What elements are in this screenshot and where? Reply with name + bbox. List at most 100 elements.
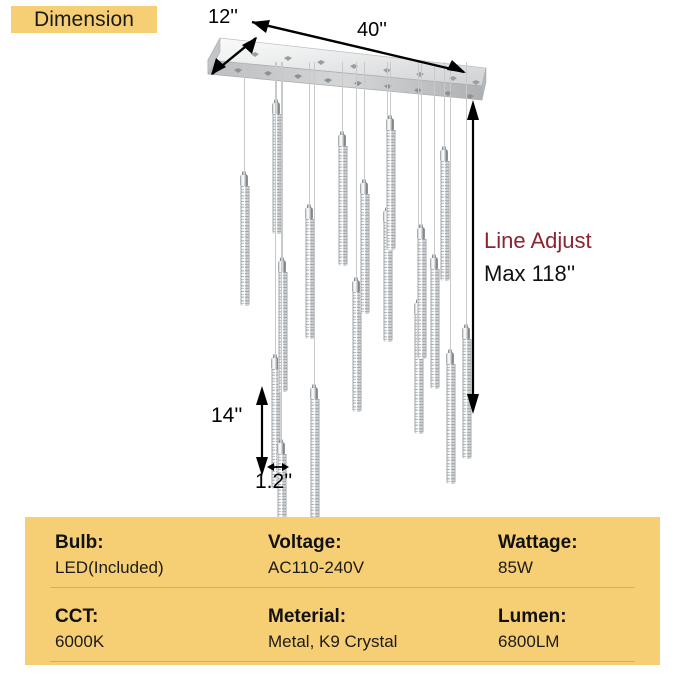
pendant-lamp bbox=[417, 224, 427, 359]
spec-key: Wattage: bbox=[498, 532, 578, 553]
crystal-tube bbox=[446, 364, 456, 484]
pendant-chrome-cap bbox=[278, 257, 286, 272]
pendant-lamp bbox=[360, 179, 370, 314]
crystal-tube bbox=[278, 272, 288, 392]
pendant-light bbox=[240, 62, 250, 310]
spec-cell-voltage: Voltage: AC110-240V bbox=[268, 531, 364, 581]
pendant-cord bbox=[465, 62, 467, 327]
pendant-diameter-dimension-arrow bbox=[267, 463, 289, 471]
spec-value: 6000K bbox=[55, 632, 105, 651]
pendant-chrome-cap bbox=[277, 439, 285, 454]
crystal-tube bbox=[430, 269, 440, 389]
spec-key: Voltage: bbox=[268, 532, 342, 553]
pendant-light bbox=[278, 62, 288, 396]
depth-dimension-label: 12'' bbox=[208, 6, 238, 28]
pendant-light bbox=[360, 62, 370, 318]
pendant-cord bbox=[363, 62, 365, 182]
pendant-light bbox=[310, 62, 320, 523]
dimension-badge-label: Dimension bbox=[33, 7, 135, 31]
spec-value: LED(Included) bbox=[55, 558, 164, 577]
spec-cell-material: Meterial: Metal, K9 Crystal bbox=[268, 605, 397, 655]
pendant-light bbox=[305, 62, 315, 343]
pendant-lamp bbox=[277, 439, 287, 564]
pendant-chrome-cap bbox=[271, 354, 279, 369]
line-adjust-value: Max 118'' bbox=[484, 261, 576, 286]
pendant-cord bbox=[355, 62, 357, 280]
pendant-chrome-cap bbox=[360, 179, 368, 194]
spec-value: AC110-240V bbox=[268, 558, 365, 577]
pendant-cord bbox=[449, 62, 451, 352]
width-dimension-label: 40'' bbox=[357, 19, 387, 41]
pendant-lamp bbox=[352, 277, 362, 412]
pendant-cord bbox=[275, 62, 277, 102]
spec-cell-lumen: Lumen: 6800LM bbox=[498, 605, 567, 655]
pendant-cord bbox=[433, 62, 435, 257]
pendant-chrome-cap bbox=[352, 277, 360, 292]
crystal-tube bbox=[277, 454, 287, 564]
pendant-lamp bbox=[310, 384, 320, 519]
pendant-chrome-cap bbox=[240, 171, 248, 186]
pendant-light bbox=[446, 62, 456, 488]
pendant-height-dimension-arrow bbox=[256, 386, 268, 476]
spec-cell-wattage: Wattage: 85W bbox=[498, 531, 578, 581]
pendant-diameter-label: 1.2'' bbox=[255, 470, 293, 493]
pendant-lamp bbox=[386, 115, 396, 250]
pendant-chrome-cap bbox=[386, 115, 394, 130]
pendant-cord bbox=[274, 62, 276, 357]
dimension-badge: Dimension bbox=[11, 6, 157, 33]
pendant-lamp bbox=[338, 131, 348, 266]
pendant-chrome-cap bbox=[417, 224, 425, 239]
pendant-light bbox=[430, 62, 440, 393]
crystal-tube bbox=[352, 292, 362, 412]
specification-table: Bulb: LED(Included) Voltage: AC110-240V … bbox=[25, 517, 660, 665]
line-adjust-dimension-arrow bbox=[467, 100, 479, 414]
spec-row-divider bbox=[50, 587, 635, 588]
crystal-tube bbox=[417, 239, 427, 359]
width-dimension-arrow bbox=[251, 20, 466, 74]
spec-key: Bulb: bbox=[55, 532, 104, 553]
pendant-chrome-cap bbox=[310, 384, 318, 399]
pendant-light bbox=[338, 62, 348, 270]
pendant-lamp bbox=[305, 204, 315, 339]
pendant-light bbox=[417, 62, 427, 363]
depth-dimension-arrow bbox=[211, 37, 257, 75]
spec-key: CCT: bbox=[55, 606, 99, 627]
crystal-tube bbox=[338, 146, 348, 266]
pendant-chrome-cap bbox=[430, 254, 438, 269]
crystal-tube bbox=[310, 399, 320, 519]
spec-cell-bulb: Bulb: LED(Included) bbox=[55, 531, 164, 581]
pendant-cord bbox=[308, 62, 310, 207]
pendant-light bbox=[386, 62, 396, 254]
pendant-light bbox=[352, 62, 362, 416]
pendant-lamp bbox=[446, 349, 456, 484]
pendant-chrome-cap bbox=[272, 99, 280, 114]
spec-row-1: Bulb: LED(Included) Voltage: AC110-240V … bbox=[25, 517, 660, 591]
crystal-tube bbox=[414, 314, 424, 434]
spec-value: Metal, K9 Crystal bbox=[268, 632, 398, 651]
pendant-cord bbox=[389, 62, 391, 118]
pendant-chrome-cap bbox=[440, 146, 448, 161]
crystal-tube bbox=[383, 222, 393, 342]
pendant-light bbox=[277, 62, 287, 568]
pendant-height-label: 14'' bbox=[211, 404, 243, 427]
pendant-chrome-cap bbox=[462, 324, 470, 339]
crystal-tube bbox=[386, 130, 396, 250]
pendant-cord bbox=[280, 62, 282, 442]
pendant-cord bbox=[341, 62, 343, 134]
pendant-cord bbox=[417, 62, 419, 302]
pendant-lamp bbox=[278, 257, 288, 392]
spec-key: Lumen: bbox=[498, 606, 567, 627]
pendant-lamp bbox=[240, 171, 250, 306]
pendant-cord bbox=[443, 62, 445, 149]
spec-row-2: CCT: 6000K Meterial: Metal, K9 Crystal L… bbox=[25, 591, 660, 665]
crystal-tube bbox=[360, 194, 370, 314]
spec-value: 85W bbox=[498, 558, 533, 577]
crystal-tube bbox=[240, 186, 250, 306]
pendant-cord bbox=[281, 62, 283, 260]
spec-cell-cct: CCT: 6000K bbox=[55, 605, 104, 655]
pendant-cord bbox=[243, 62, 245, 174]
spec-row-divider bbox=[50, 661, 635, 662]
pendant-cord bbox=[420, 62, 422, 227]
pendant-chrome-cap bbox=[446, 349, 454, 364]
